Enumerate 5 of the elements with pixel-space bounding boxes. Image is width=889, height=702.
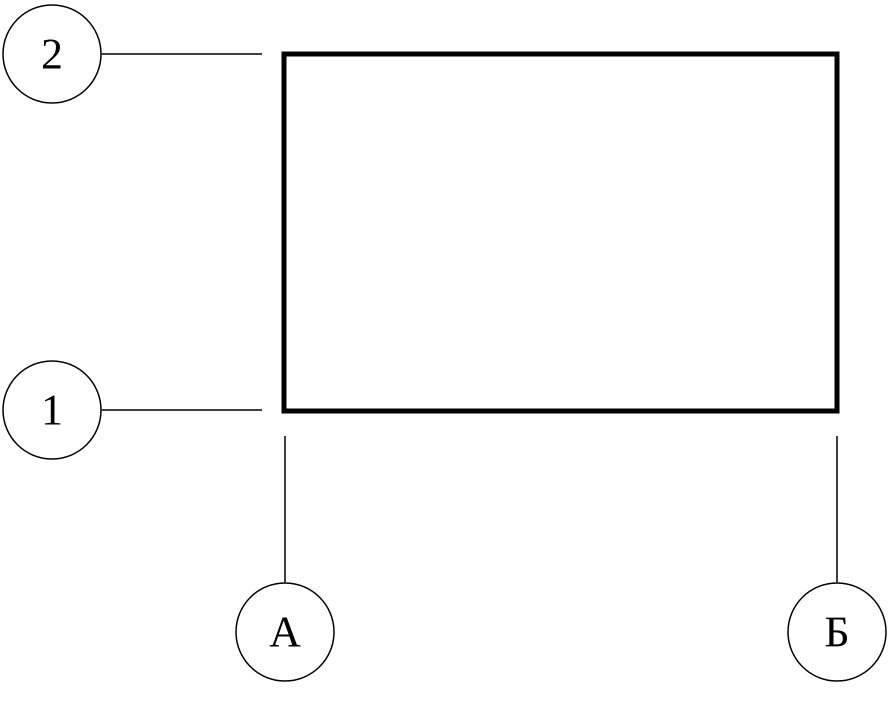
axis-line (284, 436, 286, 582)
building-outline (282, 52, 840, 414)
axis-line (836, 436, 838, 582)
axis-line (102, 53, 262, 55)
axis-line (102, 409, 262, 411)
